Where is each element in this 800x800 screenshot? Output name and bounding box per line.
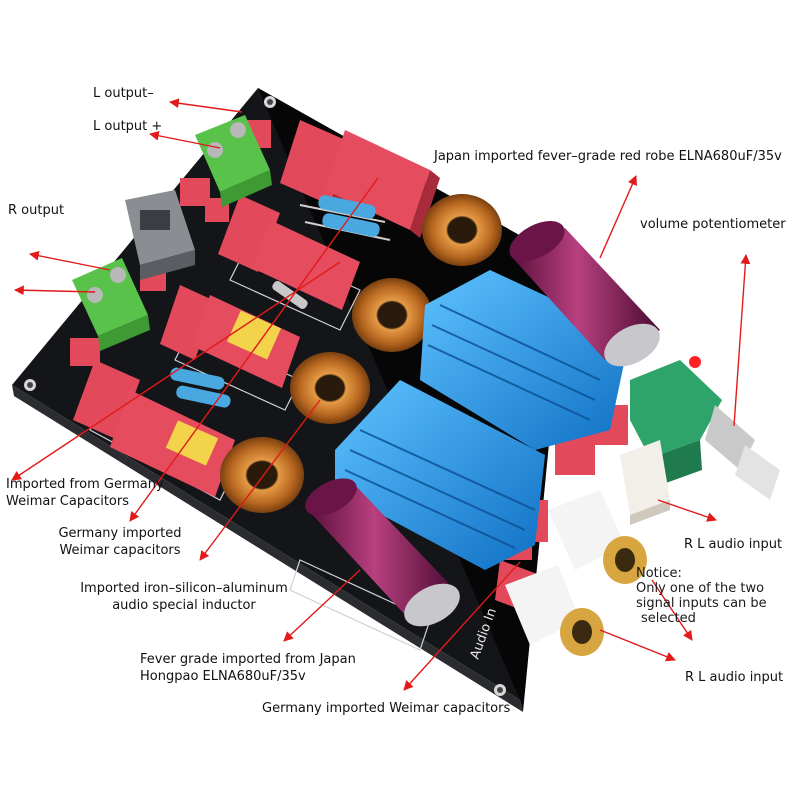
notice-line3: selected [641, 611, 696, 626]
arrow-weimar-2 [129, 177, 379, 522]
label-germany-weimar-1: Imported from Germany Weimar Capacitors [6, 476, 164, 510]
notice-title: Notice: [636, 566, 682, 581]
arrow-l-output-minus [169, 98, 243, 113]
label-japan-capacitor: Japan imported fever–grade red robe ELNA… [434, 149, 782, 164]
arrow-r-output-2 [14, 285, 96, 296]
capacitor-markings [165, 310, 282, 466]
arrow-weimar-1 [11, 261, 341, 481]
arrow-r-output [29, 250, 111, 271]
notice-line1: Only one of the two [636, 581, 765, 596]
label-rl-audio-input-1: R L audio input [684, 537, 783, 552]
label-inductor: Imported iron–silicon–aluminum audio spe… [64, 580, 304, 614]
arrow-weimar-3 [403, 561, 521, 691]
arrow-japan-capacitor [599, 175, 637, 259]
arrow-rl-input-1 [657, 499, 717, 522]
label-hongpao-line2: Hongpao ELNA680uF/35v [140, 669, 306, 684]
power-jack [125, 190, 195, 280]
arrow-inductor [199, 399, 321, 561]
label-germany-weimar-2-line1: Germany imported [58, 526, 182, 541]
label-rl-audio-input-2: R L audio input [685, 670, 784, 685]
label-germany-weimar-1-line2: Weimar Capacitors [6, 494, 129, 509]
notice-note: Notice: Only one of the two signal input… [636, 566, 786, 626]
label-germany-weimar-2-line2: Weimar capacitors [59, 543, 181, 558]
label-volume-potentiometer: volume potentiometer [640, 217, 786, 232]
electrolytic-capacitors [305, 221, 660, 627]
label-inductor-line2: audio special inductor [112, 598, 256, 613]
arrow-notice [651, 579, 693, 641]
label-l-output-plus: L output + [93, 119, 163, 134]
input-header [620, 440, 670, 525]
label-r-output: R output [8, 203, 65, 218]
volume-pot [630, 356, 780, 500]
toroid-inductors [220, 194, 502, 513]
label-hongpao-line1: Fever grade imported from Japan [140, 652, 356, 667]
annotation-arrows [11, 98, 751, 691]
arrow-rl-input-2 [599, 629, 676, 662]
label-germany-weimar-2: Germany imported Weimar capacitors [40, 525, 200, 559]
label-germany-weimar-1-line1: Imported from Germany [6, 477, 164, 492]
arrow-l-output-plus [149, 130, 221, 149]
terminal-blocks [72, 115, 272, 351]
notice-line2: signal inputs can be [636, 596, 767, 611]
arrow-volume-pot [733, 254, 751, 427]
label-hongpao: Fever grade imported from Japan Hongpao … [140, 651, 356, 685]
label-inductor-line1: Imported iron–silicon–aluminum [80, 581, 288, 596]
arrow-hongpao [283, 569, 361, 642]
label-l-output-minus: L output– [93, 86, 154, 101]
label-germany-weimar-3: Germany imported Weimar capacitors [262, 701, 511, 716]
